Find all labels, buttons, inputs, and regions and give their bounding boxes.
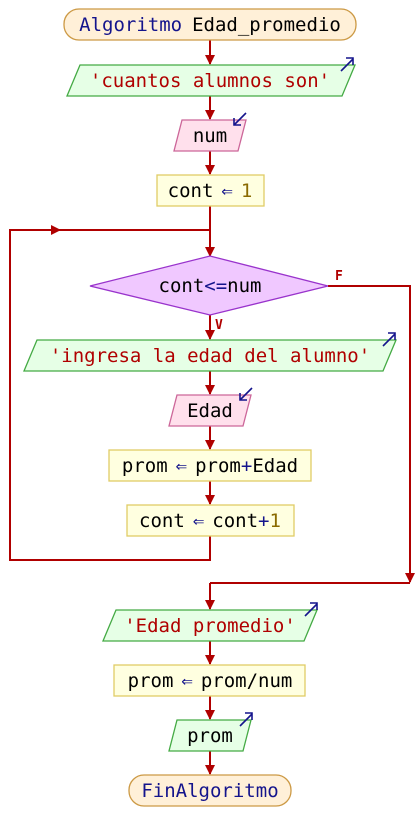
assign-expr-b: 1 bbox=[269, 510, 280, 532]
input-shape bbox=[168, 394, 252, 427]
decision-op: <= bbox=[204, 275, 227, 297]
process-text: prom ⇐ prom/num bbox=[128, 670, 293, 692]
decision-left: cont bbox=[159, 275, 205, 297]
input-shape bbox=[173, 119, 247, 152]
output-arrow-icon bbox=[382, 332, 396, 347]
decision-text: cont<=num bbox=[159, 275, 262, 297]
output-arrow-icon bbox=[304, 602, 318, 617]
assign-target: cont bbox=[139, 510, 185, 532]
output-arrow-icon bbox=[239, 712, 253, 727]
output-cuantos-alumnos: 'cuantos alumnos son' bbox=[66, 57, 356, 97]
output-text: 'Edad promedio' bbox=[124, 615, 296, 637]
assign-expr-a: cont bbox=[212, 510, 258, 532]
output-prom: prom bbox=[168, 712, 253, 752]
decision-cont-le-num: cont<=num F V bbox=[89, 255, 343, 333]
process-prom-divide: prom ⇐ prom/num bbox=[113, 664, 306, 697]
start-keyword: Algoritmo bbox=[79, 14, 182, 36]
assign-arrow: ⇐ bbox=[181, 670, 192, 692]
process-text: cont ⇐ 1 bbox=[168, 180, 253, 202]
process-shape bbox=[108, 449, 312, 482]
assign-arrow: ⇐ bbox=[193, 510, 204, 532]
assign-expr: prom/num bbox=[201, 670, 293, 692]
output-arrow-icon bbox=[340, 57, 354, 72]
output-shape bbox=[102, 609, 318, 642]
assign-expr-a: prom bbox=[195, 455, 241, 477]
process-text: prom⇐prom+Edad bbox=[122, 455, 298, 477]
assign-arrow: ⇐ bbox=[221, 180, 232, 202]
end-terminal-text: FinAlgoritmo bbox=[141, 780, 278, 802]
assign-expr-b: Edad bbox=[252, 455, 298, 477]
process-shape bbox=[156, 174, 265, 207]
end-terminal-shape bbox=[128, 774, 292, 807]
input-var-text: num bbox=[193, 125, 227, 147]
flow-connectors bbox=[9, 40, 415, 775]
input-num: num bbox=[173, 112, 247, 152]
assign-plus: + bbox=[241, 455, 252, 477]
input-arrow-icon bbox=[239, 387, 253, 401]
start-terminal: Algoritmo Edad_promedio bbox=[63, 8, 357, 41]
output-shape bbox=[66, 64, 356, 97]
output-shape bbox=[168, 719, 252, 752]
assign-target: prom bbox=[122, 455, 168, 477]
process-prom-accumulate: prom⇐prom+Edad bbox=[108, 449, 312, 482]
connector-decision-false bbox=[328, 285, 415, 583]
output-text: 'cuantos alumnos son' bbox=[90, 70, 330, 92]
process-shape bbox=[126, 504, 295, 537]
process-text: cont⇐cont+1 bbox=[139, 510, 281, 532]
decision-shape bbox=[89, 255, 329, 316]
output-text: prom bbox=[187, 725, 233, 747]
assign-target: cont bbox=[168, 180, 214, 202]
assign-arrow: ⇐ bbox=[176, 455, 187, 477]
output-shape bbox=[23, 339, 397, 372]
start-name: Edad_promedio bbox=[192, 14, 341, 36]
assign-target: prom bbox=[128, 670, 174, 692]
input-var-text: Edad bbox=[187, 400, 233, 422]
assign-value: 1 bbox=[241, 180, 252, 202]
input-arrow-icon bbox=[233, 112, 247, 126]
output-ingresa-edad: 'ingresa la edad del alumno' bbox=[23, 332, 397, 372]
process-shape bbox=[113, 664, 306, 697]
input-edad: Edad bbox=[168, 387, 253, 427]
connector-loop-back-arrow bbox=[9, 225, 211, 561]
start-terminal-shape bbox=[63, 8, 357, 41]
assign-plus: + bbox=[258, 510, 269, 532]
decision-false-label: F bbox=[335, 269, 343, 284]
decision-right: num bbox=[227, 275, 261, 297]
process-cont-increment: cont⇐cont+1 bbox=[126, 504, 295, 537]
process-cont-init: cont ⇐ 1 bbox=[156, 174, 265, 207]
start-terminal-text: Algoritmo Edad_promedio bbox=[79, 14, 341, 36]
decision-true-label: V bbox=[215, 318, 223, 333]
output-text: 'ingresa la edad del alumno' bbox=[50, 345, 370, 367]
output-edad-promedio: 'Edad promedio' bbox=[102, 602, 318, 642]
end-terminal: FinAlgoritmo bbox=[128, 774, 292, 807]
